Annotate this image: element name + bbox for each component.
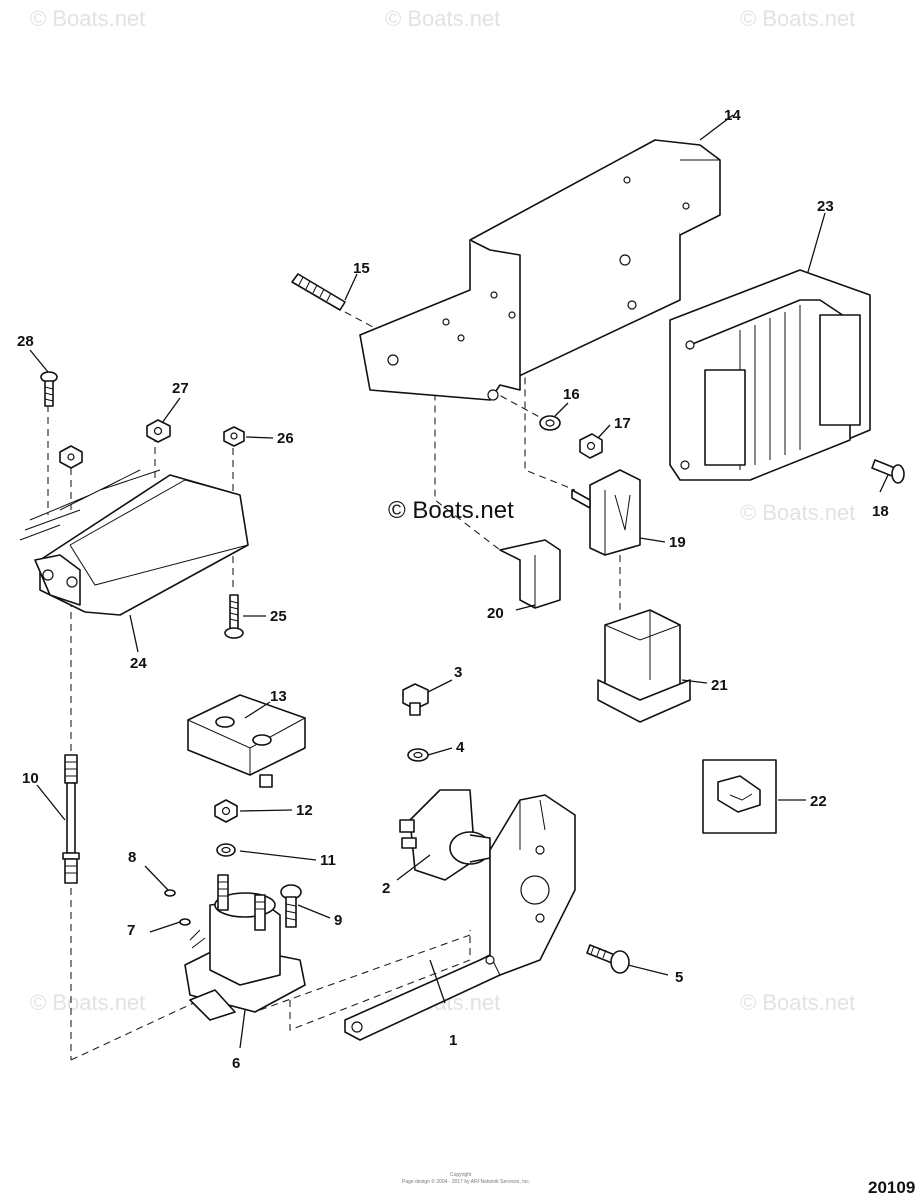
nut-12 <box>214 799 238 823</box>
coil-24 <box>19 469 249 616</box>
callout-28: 28 <box>17 333 34 350</box>
screw-9 <box>280 884 302 928</box>
callout-15: 15 <box>353 260 370 277</box>
relay-21 <box>597 609 691 723</box>
nut-17 <box>579 433 603 459</box>
callout-23: 23 <box>817 198 834 215</box>
callout-9: 9 <box>334 912 342 929</box>
callout-24: 24 <box>130 655 147 672</box>
callout-6: 6 <box>232 1055 240 1072</box>
watermark-top-center: © Boats.net <box>385 6 500 31</box>
bracket-1 <box>344 794 576 1041</box>
callout-7: 7 <box>127 922 135 939</box>
callout-4: 4 <box>456 739 465 756</box>
lockwasher-11 <box>216 843 236 857</box>
watermark-mid-right: © Boats.net <box>740 500 855 525</box>
clip-8 <box>164 889 176 897</box>
center-watermark: © Boats.net <box>388 497 514 524</box>
callout-2: 2 <box>382 880 390 897</box>
leader-lines <box>29 114 889 1049</box>
callout-26: 26 <box>277 430 294 447</box>
callout-17: 17 <box>614 415 631 432</box>
callout-13: 13 <box>270 688 287 705</box>
callout-20: 20 <box>487 605 504 622</box>
washer-4 <box>407 748 429 762</box>
stud-10 <box>62 754 80 884</box>
callouts: 1 2 3 4 5 6 7 8 9 10 11 12 13 14 15 16 1… <box>17 107 889 1072</box>
bracket-14 <box>359 139 721 401</box>
callout-8: 8 <box>128 849 136 866</box>
figure-number: 20109 <box>868 1178 915 1197</box>
callout-19: 19 <box>669 534 686 551</box>
clip-7 <box>179 918 191 926</box>
nut-28-lower <box>59 445 83 469</box>
callout-16: 16 <box>563 386 580 403</box>
callout-25: 25 <box>270 608 287 625</box>
screw-5 <box>586 944 630 974</box>
washer-16 <box>539 415 561 431</box>
callout-11: 11 <box>320 852 336 869</box>
callout-22: 22 <box>810 793 827 810</box>
callout-27: 27 <box>172 380 189 397</box>
socket-20 <box>499 539 561 609</box>
watermark-bottom-left: © Boats.net <box>30 990 145 1015</box>
fuse-22 <box>702 759 777 834</box>
solenoid-6 <box>184 874 306 1021</box>
switch-2 <box>399 789 491 881</box>
callout-1: 1 <box>449 1032 457 1049</box>
screw-18 <box>871 459 905 484</box>
screw-15 <box>291 273 346 311</box>
footer-page-design: Page design © 2004 - 2017 by ARI Network… <box>402 1178 530 1185</box>
nut-26 <box>223 426 245 447</box>
terminal-block-13 <box>187 694 306 788</box>
control-module-23 <box>669 269 871 481</box>
callout-3: 3 <box>454 664 462 681</box>
watermark-bottom-right: © Boats.net <box>740 990 855 1015</box>
watermark-top-left: © Boats.net <box>30 6 145 31</box>
watermark-top-right: © Boats.net <box>740 6 855 31</box>
callout-12: 12 <box>296 802 313 819</box>
screw-28 <box>40 371 58 407</box>
callout-5: 5 <box>675 969 683 986</box>
bolt-3 <box>402 683 429 716</box>
footer-copyright: Copyright <box>450 1172 472 1178</box>
callout-21: 21 <box>711 677 728 694</box>
screw-25 <box>224 594 244 639</box>
nut-27 <box>146 419 171 443</box>
callout-10: 10 <box>22 770 39 787</box>
callout-18: 18 <box>872 503 889 520</box>
socket-19 <box>571 469 641 556</box>
callout-14: 14 <box>724 107 741 124</box>
